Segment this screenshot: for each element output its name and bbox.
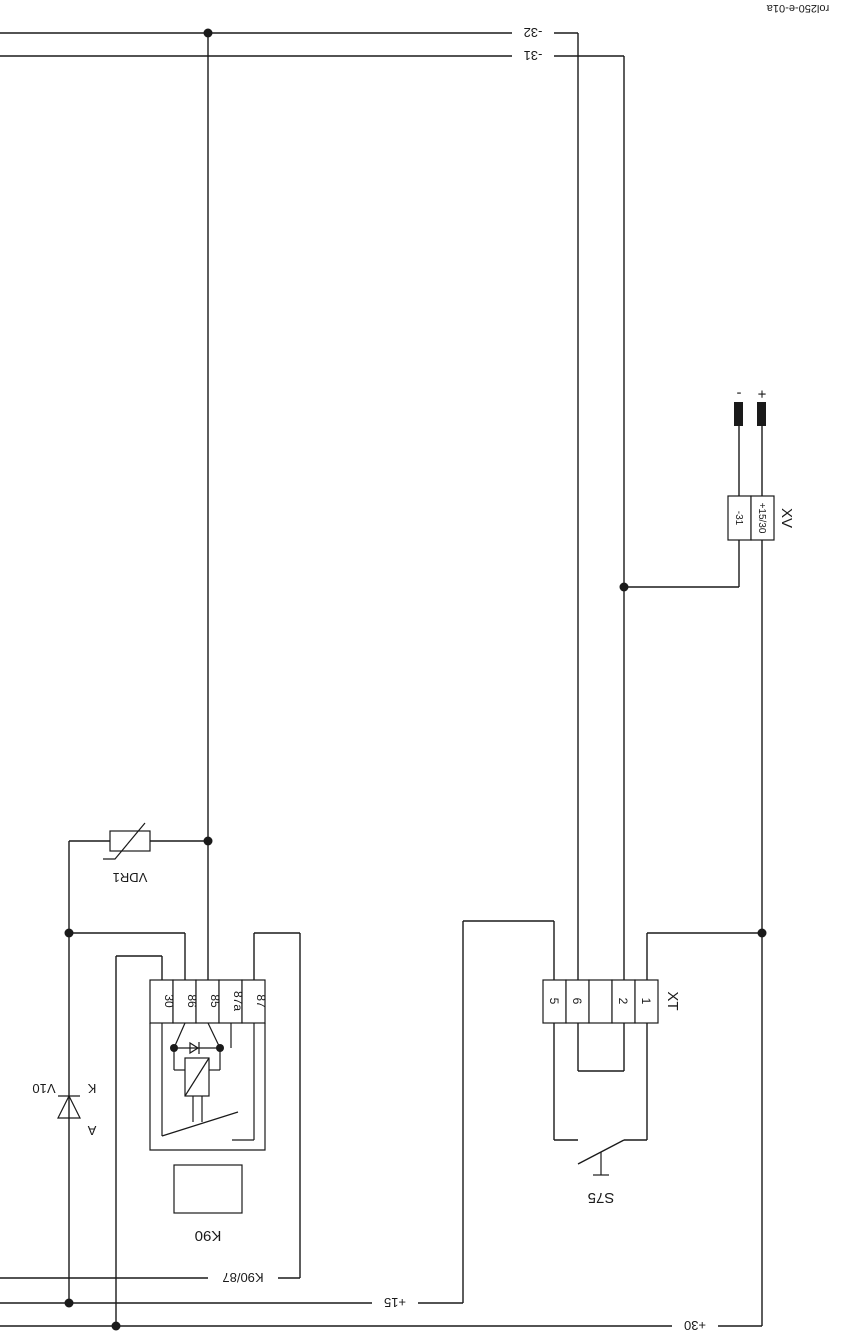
k90-pin: 30	[162, 994, 176, 1008]
vdr1-label: VDR1	[113, 870, 148, 885]
switch-s75: S75	[553, 1023, 648, 1206]
varistor-vdr1: VDR1	[68, 822, 208, 1303]
drawing-reference: rol250-e-01a	[766, 2, 829, 14]
k90-pin: 85	[208, 994, 222, 1008]
rail-minus32-label: -32	[524, 25, 543, 40]
connector-xv: - + -31 +15/30 XV	[624, 385, 795, 1323]
k90-pin: 86	[185, 994, 199, 1008]
rail-minus32: -32	[0, 25, 579, 980]
battery-terminal-minus	[734, 402, 743, 426]
junction-dot	[111, 1321, 121, 1331]
k90-pin: 87	[254, 994, 268, 1008]
rail-minus31: -31	[0, 48, 625, 980]
xv-terminal-minus-label: -	[737, 385, 742, 402]
xv-pin-minus31: -31	[733, 511, 744, 526]
xv-pin-plus15-30: +15/30	[756, 503, 767, 534]
xt-pin: 1	[639, 998, 653, 1005]
battery-terminal-plus	[757, 402, 766, 426]
diode-v10: V10 K A	[32, 1081, 96, 1138]
rail-minus31-label: -31	[524, 48, 543, 63]
xt-pin: 6	[570, 998, 584, 1005]
xt-pin: 5	[547, 998, 561, 1005]
k90-pin: 87a	[231, 991, 245, 1011]
relay-k90: 87 87a 85 86 30 K90	[69, 932, 301, 1279]
rail-plus15: +15	[0, 1295, 406, 1310]
rail-plus30-label: +30	[684, 1318, 706, 1333]
xt-label: XT	[664, 991, 681, 1010]
v10-label: V10	[32, 1081, 55, 1096]
k90-label: K90	[195, 1227, 222, 1244]
connector-xt: 1 2 6 5 XT	[418, 920, 762, 1304]
junction-dot	[64, 1298, 74, 1308]
xt-pin: 2	[616, 998, 630, 1005]
v10-anode-label: A	[87, 1123, 96, 1138]
s75-label: S75	[588, 1189, 615, 1206]
xv-terminal-plus-label: +	[757, 385, 766, 402]
rail-k90-87: K90/87	[0, 1270, 264, 1285]
rail-k90-87-label: K90/87	[222, 1270, 263, 1285]
junction-dot	[203, 836, 213, 846]
rail-plus15-label: +15	[384, 1295, 406, 1310]
junction-dot	[619, 582, 629, 592]
v10-cathode-label: K	[87, 1081, 96, 1096]
xv-label: XV	[778, 508, 795, 528]
